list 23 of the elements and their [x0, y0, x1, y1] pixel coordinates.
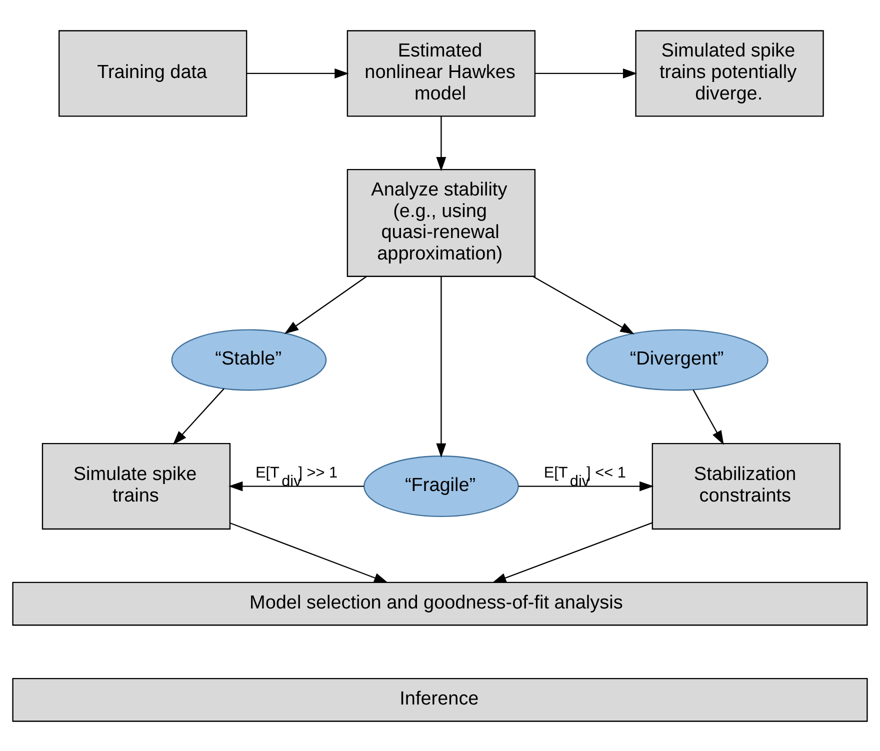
arrow [172, 388, 224, 444]
node-box: Simulate spike trains [42, 442, 231, 530]
node-box: Stabilization constraints [652, 442, 840, 530]
arrow [436, 116, 446, 171]
arrow [436, 276, 446, 458]
arrow [230, 522, 388, 582]
node-ellipse: “Fragile” [363, 455, 519, 517]
node-box: Model selection and goodness-of-fit analysis [12, 581, 868, 626]
node-box: Simulated spike trains potentially diverge. [635, 30, 824, 116]
arrow [535, 68, 638, 78]
arrow [518, 480, 654, 491]
arrow [246, 68, 349, 78]
node-box: Analyze stability (e.g., using quasi-renewal approximation) [346, 168, 536, 276]
node-ellipse: “Stable” [171, 328, 327, 390]
node-box: Training data [58, 30, 248, 116]
arrow [692, 389, 724, 444]
arrow [284, 276, 367, 334]
node-ellipse: “Divergent” [586, 328, 768, 390]
node-box: Estimated nonlinear Hawkes model [346, 30, 536, 116]
node-box: Inference [12, 677, 868, 722]
arrow [492, 522, 652, 583]
arrow [532, 275, 634, 334]
arrow [228, 480, 364, 491]
